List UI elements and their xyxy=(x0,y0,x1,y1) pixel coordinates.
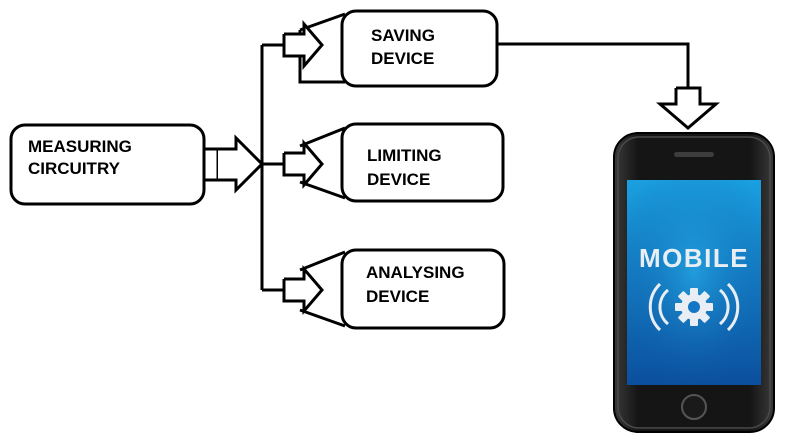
earpiece xyxy=(674,152,714,157)
saving-to-mobile-connector xyxy=(497,42,721,130)
gear-icon xyxy=(675,288,713,326)
branch-lines xyxy=(260,43,284,292)
measuring-line1: MEASURING xyxy=(28,137,132,156)
measuring-line2: CIRCUITRY xyxy=(28,159,121,178)
home-button xyxy=(681,394,707,420)
mobile-phone: MOBILE xyxy=(613,132,775,433)
mobile-label: MOBILE xyxy=(639,243,749,273)
saving-line1: SAVING xyxy=(371,26,435,45)
limiting-line1: LIMITING xyxy=(367,146,442,165)
limiting-line2: DEVICE xyxy=(367,170,430,189)
measuring-circuitry-node: MEASURING CIRCUITRY xyxy=(9,123,206,206)
limiting-input-arrow xyxy=(282,138,324,190)
mobile-input-arrow xyxy=(655,86,721,130)
analysing-input-arrow xyxy=(282,264,324,316)
saving-line2: DEVICE xyxy=(371,49,434,68)
analysing-device-node: ANALYSING DEVICE xyxy=(282,248,506,330)
gear-signal-icon xyxy=(648,282,740,332)
saving-device-node: SAVING DEVICE xyxy=(282,9,499,88)
limiting-device-node: LIMITING DEVICE xyxy=(282,122,505,203)
analysing-line2: DEVICE xyxy=(366,287,429,306)
measuring-output-arrow xyxy=(204,134,265,194)
analysing-line1: ANALYSING xyxy=(366,263,465,282)
saving-input-arrow xyxy=(282,19,324,71)
